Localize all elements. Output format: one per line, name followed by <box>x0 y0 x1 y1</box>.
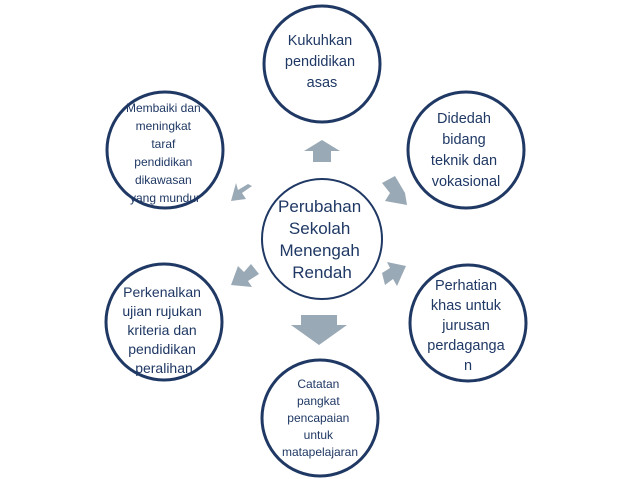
node-label: Perhatian khas untuk jurusan perdaganga … <box>427 278 508 374</box>
node-label-line: matapelajaran <box>282 445 358 459</box>
arrow-up-icon <box>304 140 340 162</box>
node-label-line: asas <box>307 75 338 91</box>
center-label-line: Rendah <box>292 263 352 282</box>
node-label-line: n <box>464 358 472 374</box>
node-label-line: teknik dan <box>431 153 497 169</box>
node-label-line: jurusan <box>441 318 490 334</box>
node-label-line: dikawasan <box>135 173 192 187</box>
arrow-lower-left-icon <box>231 264 259 287</box>
arrow-upper-left-icon <box>231 183 252 201</box>
node-upper-left: Membaiki dan meningkat taraf pendidikan … <box>105 90 225 210</box>
arrow-lower-right-icon <box>382 262 406 286</box>
arrow-upper-right-icon <box>382 176 407 205</box>
connector-arrows <box>231 140 407 345</box>
node-label: Catatan pangkat pencapaian untuk matapel… <box>282 377 358 459</box>
node-label: Didedah bidang teknik dan vokasional <box>431 111 501 190</box>
center-node: Perubahan Sekolah Menengah Rendah <box>261 178 383 300</box>
node-label-line: taraf <box>151 137 176 151</box>
center-label-line: Sekolah <box>289 219 350 238</box>
node-label-line: ujian rujukan <box>122 303 201 319</box>
node-label-line: vokasional <box>432 174 501 190</box>
node-label-line: pendidikan <box>285 54 355 70</box>
node-label: Perkenalkan ujian rujukan kriteria dan p… <box>122 284 205 376</box>
node-lower-right: Perhatian khas untuk jurusan perdaganga … <box>408 263 528 383</box>
node-label-line: pendidikan <box>128 341 196 357</box>
node-label-line: bidang <box>442 132 486 148</box>
node-bottom: Catatan pangkat pencapaian untuk matapel… <box>260 358 380 478</box>
node-label-line: Membaiki dan <box>126 101 201 115</box>
node-label-line: perdaganga <box>427 338 505 354</box>
node-label-line: Perhatian <box>435 278 497 294</box>
node-top: Kukuhkan pendidikan asas <box>262 4 382 124</box>
arrow-down-icon <box>291 315 347 345</box>
node-label-line: Kukuhkan <box>288 33 353 49</box>
node-label-line: Catatan <box>297 377 339 391</box>
node-label-line: pencapaian <box>287 411 349 425</box>
center-label-line: Menengah <box>279 241 359 260</box>
node-label-line: untuk <box>304 428 334 442</box>
node-lower-left: Perkenalkan ujian rujukan kriteria dan p… <box>104 262 224 382</box>
node-label: Membaiki dan meningkat taraf pendidikan … <box>126 101 204 205</box>
node-label: Kukuhkan pendidikan asas <box>285 33 359 91</box>
node-label-line: Perkenalkan <box>123 284 201 300</box>
node-label-line: pendidikan <box>134 155 192 169</box>
center-label: Perubahan Sekolah Menengah Rendah <box>278 197 366 282</box>
node-label-line: meningkat <box>136 119 192 133</box>
center-label-line: Perubahan <box>278 197 361 216</box>
node-label-line: peralihan <box>135 360 193 376</box>
node-label-line: khas untuk <box>431 298 502 314</box>
node-label-line: Didedah <box>437 111 491 127</box>
node-upper-right: Didedah bidang teknik dan vokasional <box>406 90 526 210</box>
node-label-line: kriteria dan <box>127 322 196 338</box>
node-label-line: yang mundur <box>130 191 200 205</box>
node-label-line: pangkat <box>297 394 340 408</box>
